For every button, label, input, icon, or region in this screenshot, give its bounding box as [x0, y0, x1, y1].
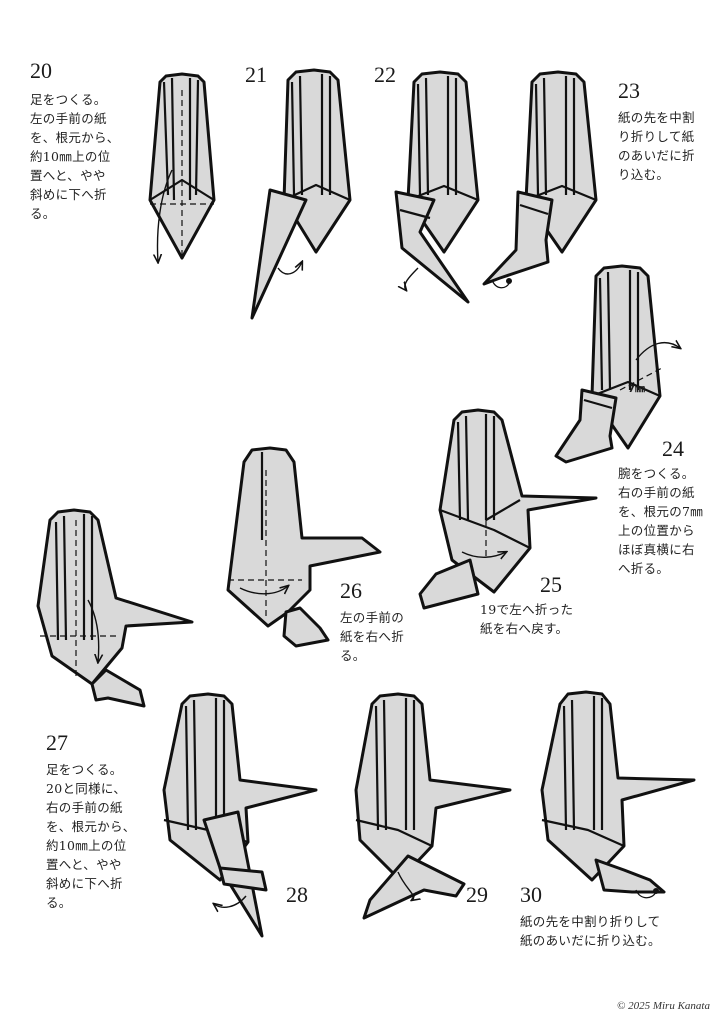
figure-step-24	[554, 264, 680, 464]
step-30-instruction: 紙の先を中割り折りして 紙のあいだに折り込む。	[520, 914, 661, 948]
step-28-number: 28	[286, 882, 308, 907]
step-27-instruction: 足をつくる。 20と同様に、 右の手前の紙 を、根元から、 約10㎜上の位 置へ…	[46, 762, 136, 910]
copyright-notice: © 2025 Miru Kanata	[616, 1000, 710, 1012]
figure-step-26	[226, 446, 382, 648]
step-21-number: 21	[245, 62, 267, 87]
figure-step-23	[482, 70, 598, 289]
step-24-number: 24	[662, 436, 684, 461]
figure-step-28	[162, 692, 318, 938]
figure-step-25	[418, 408, 598, 610]
figure-step-30	[540, 690, 696, 899]
step-23-number: 23	[618, 78, 640, 103]
step-27-number: 27	[46, 730, 68, 755]
step-25-instruction: 19で左へ折った 紙を右へ戻す。	[480, 602, 574, 636]
step-20-number: 20	[30, 58, 52, 83]
step-23-instruction: 紙の先を中割 り折りして紙 のあいだに折 り込む。	[618, 110, 695, 182]
step-25-number: 25	[540, 572, 562, 597]
step-20-instruction: 足をつくる。 左の手前の紙 を、根元から、 約10㎜上の位 置へと、やや 斜めに…	[30, 92, 120, 221]
figure-step-27	[36, 508, 194, 708]
step-26-instruction: 左の手前の 紙を右へ折 る。	[340, 610, 405, 663]
step-24-instruction: 腕をつくる。 右の手前の紙 を、根元の7㎜ 上の位置から ほぼ真横に右 へ折る。	[618, 466, 704, 576]
measure-label: 7㎜	[628, 384, 645, 395]
figure-step-20	[148, 72, 216, 262]
figure-step-22	[394, 70, 480, 304]
step-29-number: 29	[466, 882, 488, 907]
figure-step-21	[250, 68, 352, 320]
step-22-number: 22	[374, 62, 396, 87]
step-30-number: 30	[520, 882, 542, 907]
step-26-number: 26	[340, 578, 362, 603]
figure-step-29	[354, 692, 512, 920]
